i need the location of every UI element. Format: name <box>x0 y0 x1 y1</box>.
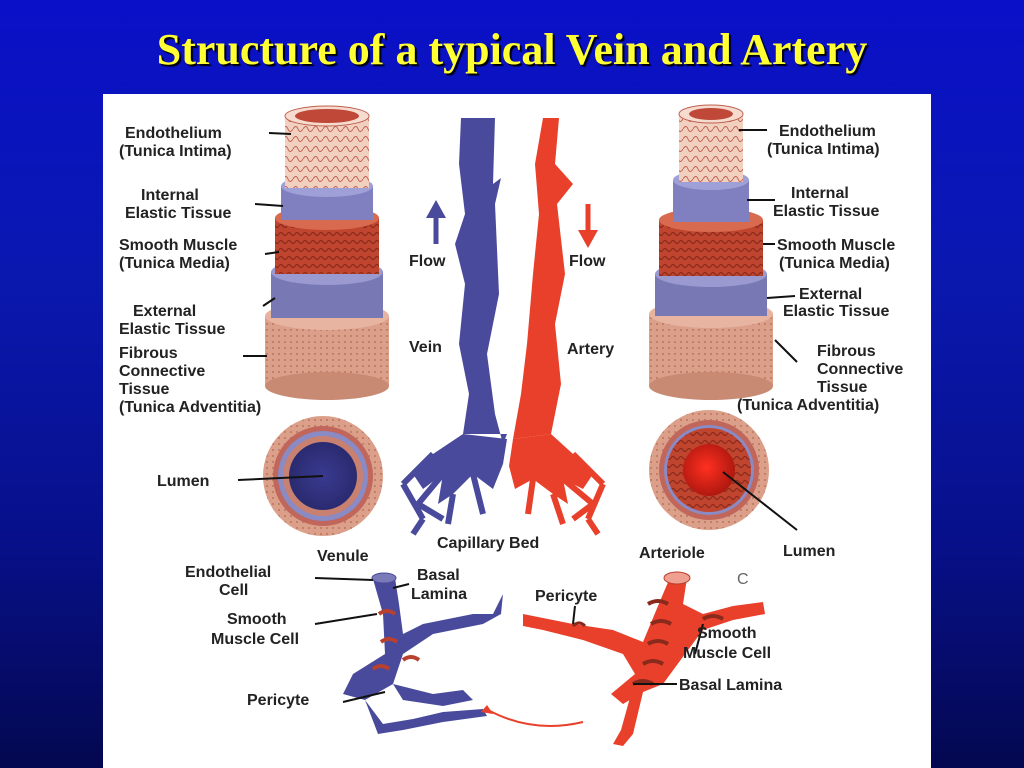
vein-endothelium-label: Endothelium <box>125 125 222 142</box>
vein-internal-sub: Elastic Tissue <box>125 205 232 222</box>
smooth-right-label: Smooth <box>697 625 757 642</box>
basal-label-2: Lamina <box>411 586 467 603</box>
return-arrow <box>487 709 584 727</box>
capillary-bed-label: Capillary Bed <box>437 535 539 552</box>
artery-label: Artery <box>567 341 614 358</box>
vein-fibrous-4: (Tunica Adventitia) <box>119 399 261 416</box>
vein-label: Vein <box>409 339 442 356</box>
artery-fibrous-label: Fibrous <box>817 343 876 360</box>
arteriole-network <box>523 571 765 746</box>
basal-right-label: Basal Lamina <box>679 677 782 694</box>
artery-smooth-sub: (Tunica Media) <box>779 255 890 272</box>
artery-smooth-label: Smooth Muscle <box>777 237 895 254</box>
vein-cylinder <box>265 105 389 400</box>
flow-label-right: Flow <box>569 253 606 270</box>
return-arrow-head <box>481 705 493 714</box>
smooth-left-label: Smooth <box>227 611 287 628</box>
diagram-panel: Endothelium (Tunica Intima) Internal Ela… <box>103 94 931 768</box>
basal-label: Basal <box>417 567 460 584</box>
artery-external-label: External <box>799 286 862 303</box>
pericyte-top-label: Pericyte <box>535 588 597 605</box>
flow-label-left: Flow <box>409 253 446 270</box>
venule-network <box>343 572 503 734</box>
smooth-left-label-2: Muscle Cell <box>211 631 299 648</box>
vein-smooth-label: Smooth Muscle <box>119 237 237 254</box>
artery-fibrous-3: Tissue <box>817 379 868 396</box>
vein-lumen-label: Lumen <box>157 473 209 490</box>
leader-lines <box>237 129 798 703</box>
central-artery <box>509 118 606 536</box>
vein-fibrous-2: Connective <box>119 363 205 380</box>
endothelial-label: Endothelial <box>185 564 271 581</box>
artery-endothelium-sub: (Tunica Intima) <box>767 141 880 158</box>
vein-internal-label: Internal <box>141 187 199 204</box>
slide-title: Structure of a typical Vein and Artery <box>156 25 868 74</box>
flow-up-arrow <box>426 200 446 244</box>
artery-endothelium-label: Endothelium <box>779 123 876 140</box>
vessel-diagram: Endothelium (Tunica Intima) Internal Ela… <box>119 104 903 746</box>
vein-fibrous-label: Fibrous <box>119 345 178 362</box>
vein-fibrous-3: Tissue <box>119 381 170 398</box>
artery-cylinder <box>649 104 773 400</box>
artery-cross-section <box>649 410 769 530</box>
central-vein <box>400 118 507 536</box>
pericyte-left-label: Pericyte <box>247 692 309 709</box>
vein-external-sub: Elastic Tissue <box>119 321 226 338</box>
vein-smooth-sub: (Tunica Media) <box>119 255 230 272</box>
artery-lumen-label: Lumen <box>783 543 835 560</box>
endothelial-label-2: Cell <box>219 582 248 599</box>
artery-external-sub: Elastic Tissue <box>783 303 890 320</box>
artery-fibrous-4: (Tunica Adventitia) <box>737 397 879 414</box>
venule-label: Venule <box>317 548 369 565</box>
artery-internal-sub: Elastic Tissue <box>773 203 880 220</box>
artery-internal-label: Internal <box>791 185 849 202</box>
flow-down-arrow <box>578 204 598 248</box>
corner-letter: C <box>737 571 749 588</box>
arteriole-label: Arteriole <box>639 545 705 562</box>
vein-endothelium-sub: (Tunica Intima) <box>119 143 232 160</box>
artery-fibrous-2: Connective <box>817 361 903 378</box>
smooth-right-label-2: Muscle Cell <box>683 645 771 662</box>
vein-external-label: External <box>133 303 196 320</box>
